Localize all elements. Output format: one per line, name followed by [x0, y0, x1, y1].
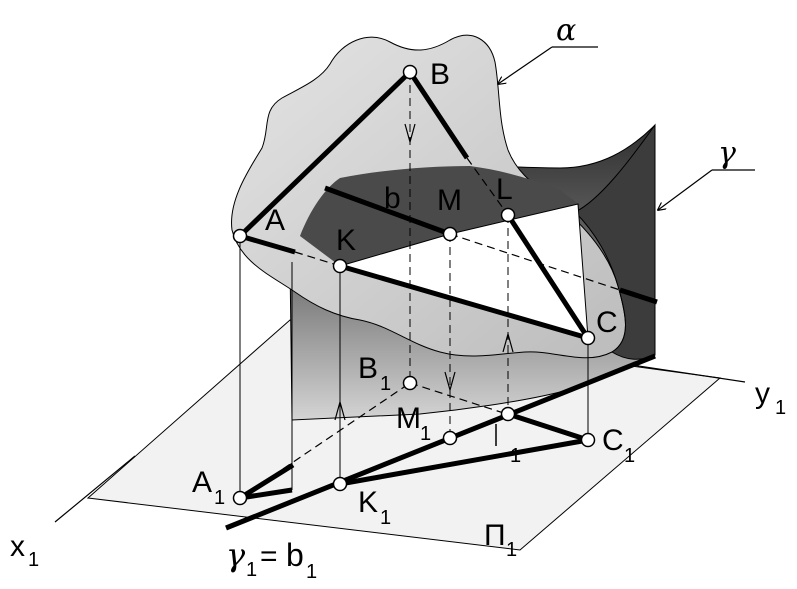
label-gamma: γ: [718, 136, 736, 171]
label-P1: П: [484, 519, 506, 552]
label-K1: K: [358, 486, 378, 519]
point-B1: [402, 375, 418, 391]
label-L1-sub: 1: [510, 445, 521, 467]
x1-axis: [54, 455, 136, 523]
edge-AK-hidden: [294, 251, 341, 267]
arrow-down-B: [404, 123, 416, 145]
point-M1: [442, 430, 458, 446]
label-P1-sub: 1: [506, 539, 517, 561]
label-y1: y: [755, 377, 770, 410]
label-b1-sub: 1: [306, 561, 317, 583]
label-x1-sub: 1: [28, 549, 39, 571]
arrow-up-L: [502, 331, 514, 353]
edge-AK: [239, 233, 296, 255]
label-M1-sub: 1: [420, 423, 431, 445]
label-C1-sub: 1: [624, 445, 635, 467]
edge-L1C1: [507, 411, 589, 443]
arrow-up-K: [334, 399, 346, 421]
label-B1-sub: 1: [380, 373, 391, 395]
point-K: [332, 258, 348, 274]
line-b-hidden: [449, 233, 621, 291]
label-C: C: [596, 306, 618, 339]
gamma-leader: [658, 169, 713, 210]
edge-BL-hidden: [466, 157, 509, 216]
label-B1: B: [358, 352, 378, 385]
edge-BL: [407, 70, 470, 160]
label-y1-sub: 1: [775, 397, 786, 419]
point-C: [580, 330, 596, 346]
label-b: b: [384, 182, 401, 215]
label-gamma1-eq: =: [260, 540, 278, 573]
edge-LC: [505, 213, 591, 340]
label-K: K: [336, 224, 356, 257]
edge-K1C1: [339, 437, 589, 487]
label-B: B: [430, 58, 450, 91]
label-alpha: α: [556, 13, 576, 48]
label-L: L: [496, 173, 513, 206]
edge-AB: [238, 70, 412, 238]
edge-KC: [339, 263, 589, 341]
edge-B1C1-dashed: [409, 382, 589, 441]
y1-axis: [631, 364, 746, 383]
line-b: [324, 185, 451, 237]
line-gamma1: [225, 353, 656, 531]
label-A1-sub: 1: [214, 487, 225, 509]
label-M1: M: [396, 402, 421, 435]
point-K1: [332, 476, 348, 492]
point-C1: [580, 432, 596, 448]
gamma-band: [300, 166, 580, 266]
label-C1: C: [602, 424, 624, 457]
label-gamma1: γ: [226, 536, 246, 574]
label-gamma1-sub: 1: [246, 559, 257, 581]
label-K1-sub: 1: [380, 507, 391, 529]
point-A1: [232, 490, 248, 506]
line-b-end: [619, 287, 658, 305]
label-A1: A: [192, 466, 212, 499]
point-L: [500, 207, 516, 223]
label-b1: b: [286, 537, 304, 573]
label-x1: x: [10, 530, 25, 563]
point-M: [442, 226, 458, 242]
edge-A1-stub: [238, 462, 295, 501]
label-M: M: [437, 184, 462, 217]
plane-gamma-front: [574, 123, 656, 360]
arrow-down-M: [444, 371, 456, 393]
point-L1: [500, 406, 516, 422]
alpha-leader: [498, 46, 553, 84]
edge-A1B1-dashed: [239, 382, 411, 499]
point-B: [402, 64, 418, 80]
label-A: A: [265, 204, 285, 237]
point-A: [232, 228, 248, 244]
edge-A1K1: [239, 487, 293, 501]
